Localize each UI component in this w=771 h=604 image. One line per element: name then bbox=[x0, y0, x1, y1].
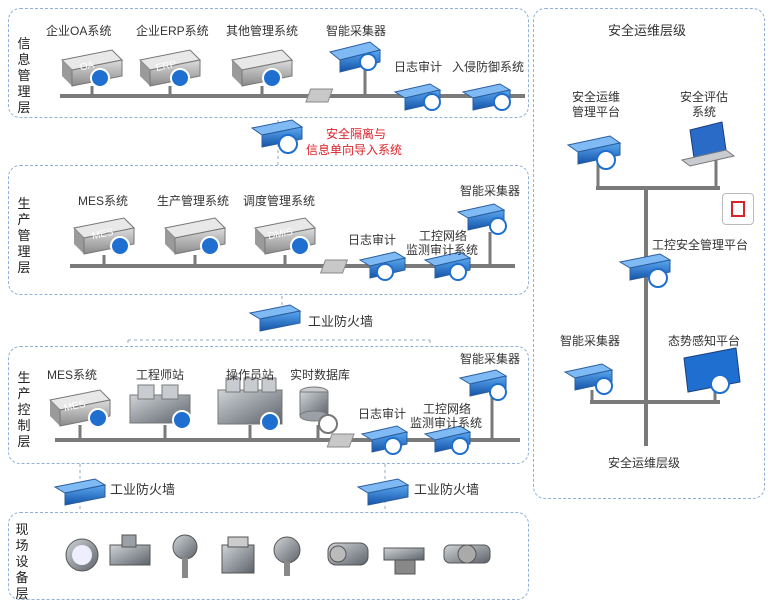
firewall-2-right-icon bbox=[356, 478, 410, 506]
firewall-2-left-label: 工业防火墙 bbox=[110, 482, 176, 497]
ops-maint-platform-icon bbox=[566, 135, 622, 170]
ops-eval-label-1: 安全评估 bbox=[679, 90, 728, 104]
control-layer-zone bbox=[8, 346, 529, 464]
dmis-server-icon bbox=[253, 217, 317, 256]
erp-server-icon bbox=[138, 49, 202, 88]
controller-module-icon bbox=[221, 536, 255, 574]
info-log-audit-label: 日志审计 bbox=[394, 60, 443, 74]
control-collector-icon bbox=[458, 369, 508, 401]
flow-meter-icon bbox=[109, 534, 151, 566]
isolation-line1: 安全隔离与 bbox=[326, 127, 387, 141]
operator-station-icon bbox=[217, 377, 283, 432]
info-layer-label: 信息管理层 bbox=[17, 36, 31, 115]
info-log-audit-icon bbox=[393, 83, 442, 111]
control-mes-server-icon bbox=[48, 389, 112, 428]
field-layer-zone bbox=[8, 512, 529, 600]
prod-net-audit-label-2: 监测审计系统 bbox=[406, 243, 479, 257]
other-server-icon bbox=[230, 49, 294, 88]
control-log-audit-icon bbox=[360, 425, 409, 455]
sensor-icon bbox=[273, 536, 301, 576]
control-mes-label: MES系统 bbox=[47, 368, 98, 382]
ops-maint-label-2: 管理平台 bbox=[571, 105, 620, 119]
oa-badge: OA bbox=[78, 59, 96, 74]
prod-net-audit-label-1: 工控网络 bbox=[419, 229, 468, 243]
dispatch-label: 调度管理系统 bbox=[243, 194, 316, 208]
ops-title: 安全运维层级 bbox=[608, 23, 687, 38]
prod-collector-icon bbox=[456, 203, 507, 235]
control-switch bbox=[326, 433, 355, 448]
prod-log-audit-icon bbox=[358, 251, 407, 281]
control-log-audit-label: 日志审计 bbox=[358, 407, 407, 421]
firewall-2-right-label: 工业防火墙 bbox=[414, 482, 480, 497]
info-layer-zone bbox=[8, 8, 529, 118]
production-layer-label: 生产管理层 bbox=[17, 196, 31, 275]
rtdb-label: 实时数据库 bbox=[290, 368, 351, 382]
firewall-2-left-icon bbox=[53, 478, 107, 506]
info-collector-icon bbox=[328, 41, 382, 73]
erp-label: 企业ERP系统 bbox=[136, 24, 209, 38]
prod-log-audit-label: 日志审计 bbox=[348, 233, 397, 247]
field-layer-label: 现场设备层 bbox=[15, 522, 29, 601]
info-switch bbox=[305, 88, 334, 103]
firewall-1-icon bbox=[248, 304, 302, 332]
ops-collector-label: 智能采集器 bbox=[560, 334, 621, 348]
control-net-audit-label-2: 监测审计系统 bbox=[410, 416, 483, 430]
ids-label: 入侵防御系统 bbox=[452, 60, 525, 74]
transmitter-icon bbox=[172, 534, 198, 578]
production-layer-zone bbox=[8, 165, 529, 295]
prod-collector-label: 智能采集器 bbox=[460, 184, 521, 198]
pressure-gauge-icon bbox=[65, 538, 99, 572]
ics-mgmt-label: 工控安全管理平台 bbox=[652, 238, 749, 252]
ops-eval-laptop-icon bbox=[680, 121, 736, 167]
control-bus bbox=[55, 438, 520, 442]
prod-mgmt-label: 生产管理系统 bbox=[157, 194, 230, 208]
calculator-icon[interactable] bbox=[722, 193, 754, 225]
ops-bottom-label: 安全运维层级 bbox=[608, 456, 681, 470]
engineer-station-icon bbox=[129, 384, 192, 430]
oa-label: 企业OA系统 bbox=[46, 24, 112, 38]
prod-mgmt-server-icon bbox=[163, 217, 227, 256]
production-switch bbox=[319, 259, 349, 274]
rtdb-icon bbox=[299, 386, 338, 434]
ops-bus bbox=[644, 188, 648, 446]
actuator-icon bbox=[383, 547, 425, 575]
ops-eval-label-2: 系统 bbox=[691, 105, 716, 119]
control-net-audit-label-1: 工控网络 bbox=[423, 402, 472, 416]
engineer-label: 工程师站 bbox=[136, 368, 185, 382]
ops-collector-icon bbox=[563, 363, 614, 395]
info-bus bbox=[60, 94, 525, 98]
prod-net-audit-icon bbox=[423, 251, 472, 281]
isolation-line2: 信息单向导入系统 bbox=[306, 143, 403, 157]
situation-label: 态势感知平台 bbox=[668, 334, 741, 348]
prod-mes-label: MES系统 bbox=[78, 194, 129, 208]
other-label: 其他管理系统 bbox=[226, 24, 299, 38]
control-collector-label: 智能采集器 bbox=[460, 352, 521, 366]
info-collector-label: 智能采集器 bbox=[326, 24, 387, 38]
isolation-gateway-icon bbox=[250, 119, 304, 154]
situation-screen-icon bbox=[683, 347, 741, 394]
oa-server-icon bbox=[60, 49, 124, 88]
ops-layer-zone bbox=[533, 8, 765, 499]
control-layer-label: 生产控制层 bbox=[17, 370, 31, 449]
ics-mgmt-platform-icon bbox=[618, 253, 672, 288]
operator-label: 操作员站 bbox=[226, 368, 275, 382]
ids-icon bbox=[461, 83, 512, 111]
motor-icon bbox=[327, 542, 369, 566]
mes-server-icon bbox=[72, 217, 136, 256]
production-bus bbox=[70, 264, 515, 268]
valve-icon bbox=[443, 544, 491, 564]
control-net-audit-icon bbox=[423, 425, 472, 455]
ops-maint-label-1: 安全运维 bbox=[571, 90, 620, 104]
firewall-1-label: 工业防火墙 bbox=[308, 314, 374, 329]
